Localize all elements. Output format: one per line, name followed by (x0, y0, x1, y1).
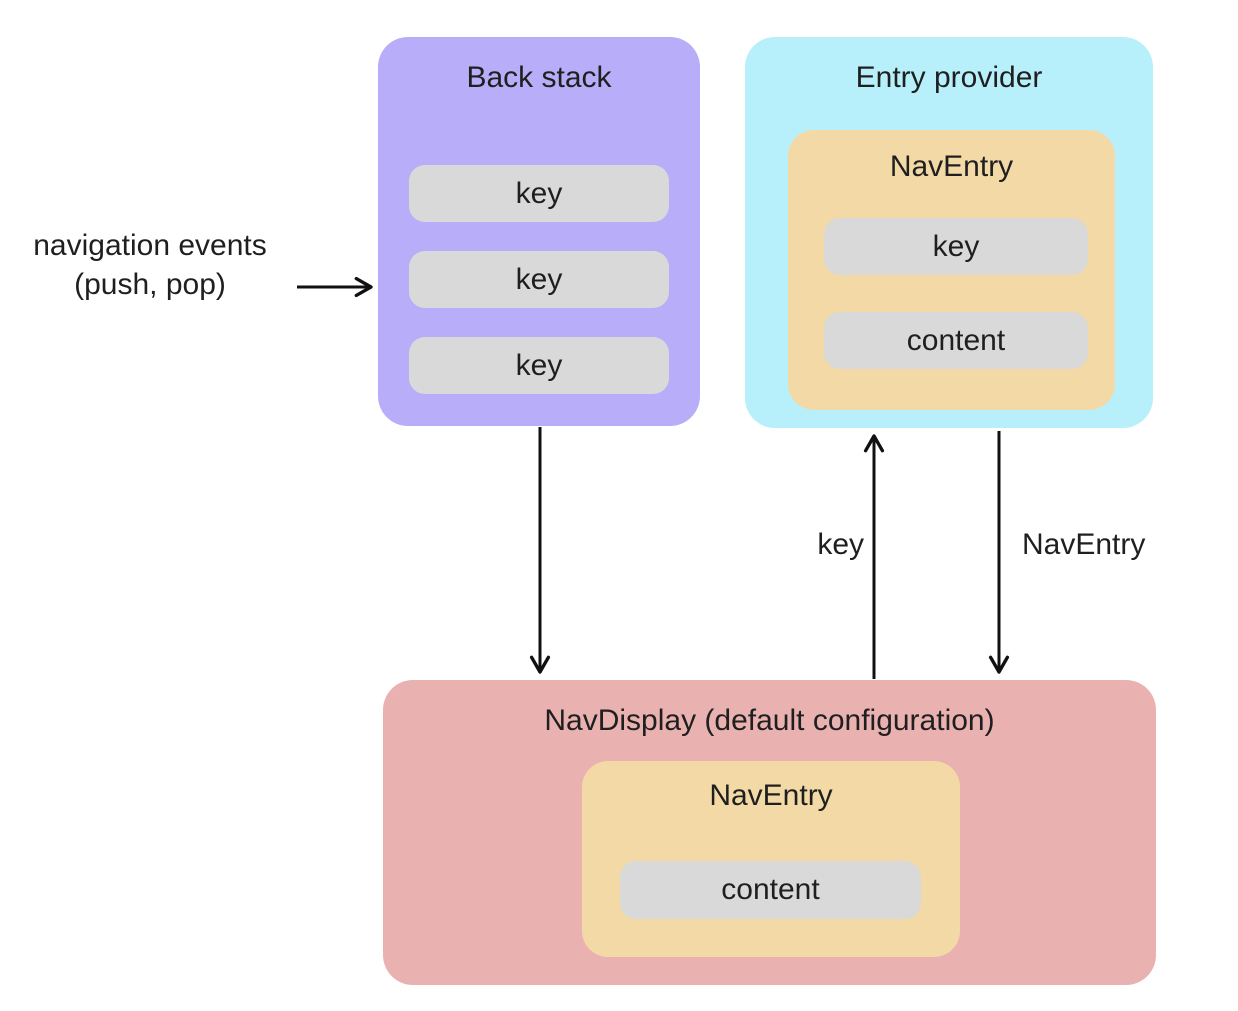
entry-provider-title: Entry provider (855, 61, 1043, 94)
nav-display-naventry-title: NavEntry (709, 779, 833, 812)
back-stack-box: Back stack key key key (378, 37, 700, 426)
entry-provider-naventry-box: NavEntry key content (788, 130, 1115, 410)
back-stack-title: Back stack (466, 61, 612, 94)
naventry-arrow-label: NavEntry (1022, 528, 1146, 561)
navigation-events-annotation: navigation events (push, pop) (0, 226, 300, 304)
back-stack-key-pill: key (409, 251, 669, 308)
nav-display-content-pill: content (620, 861, 921, 919)
key-arrow-label: key (817, 528, 864, 561)
nav-display-naventry-box: NavEntry content (582, 761, 960, 957)
back-stack-key-pill: key (409, 165, 669, 222)
entry-provider-naventry-title: NavEntry (889, 150, 1014, 183)
entry-provider-content-pill: content (824, 312, 1088, 369)
back-stack-key-pill: key (409, 337, 669, 394)
entry-provider-key-pill: key (824, 218, 1088, 275)
annotation-line-2: (push, pop) (74, 268, 226, 301)
entry-provider-box: Entry provider NavEntry key content (745, 37, 1153, 428)
nav-display-box: NavDisplay (default configuration) NavEn… (383, 680, 1156, 985)
nav-display-title: NavDisplay (default configuration) (544, 704, 995, 737)
annotation-line-1: navigation events (33, 229, 267, 262)
